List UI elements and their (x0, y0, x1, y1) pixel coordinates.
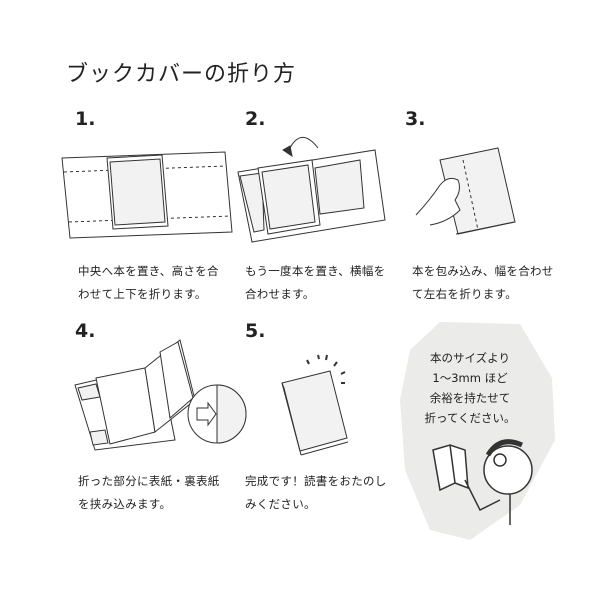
step-3-number: 3. (405, 108, 426, 130)
caption-line: もう一度本を置き、横幅を (245, 264, 386, 278)
step1-illustration (61, 151, 233, 239)
step-1-caption: 中央へ本を置き、高さを合 わせて上下を折ります。 (78, 260, 219, 306)
size-tip-note: 本のサイズより 1〜3mm ほど 余裕を持たせて 折ってください。 (410, 348, 530, 428)
caption-line: 本を包み込み、幅を合わせ (412, 264, 554, 278)
caption-line: みください。 (245, 497, 316, 511)
note-line: 本のサイズより (430, 351, 510, 365)
step-2-number: 2. (245, 108, 266, 130)
caption-line: を挟み込みます。 (78, 497, 172, 511)
note-line: 余裕を持たせて (429, 391, 511, 405)
caption-line: て左右を折ります。 (412, 287, 518, 301)
note-line: 折ってください。 (424, 411, 516, 425)
step-3-caption: 本を包み込み、幅を合わせ て左右を折ります。 (412, 260, 554, 306)
caption-line: 中央へ本を置き、高さを合 (78, 264, 219, 278)
caption-line: 完成です！読書をおたのし (245, 474, 387, 488)
caption-line: わせて上下を折ります。 (78, 287, 207, 301)
caption-line: 折った部分に表紙・裏表紙 (78, 474, 220, 488)
note-line: 1〜3mm ほど (432, 371, 508, 385)
step3-illustration (415, 147, 516, 235)
step-2-caption: もう一度本を置き、横幅を 合わせます。 (245, 260, 385, 306)
caption-line: 合わせます。 (245, 287, 315, 301)
step4-illustration (74, 339, 247, 451)
page-title: ブックカバーの折り方 (66, 62, 297, 87)
step-1-number: 1. (75, 108, 96, 130)
step-5-caption: 完成です！読書をおたのし みください。 (245, 470, 387, 516)
step2-illustration (237, 137, 386, 243)
step5-illustration (281, 354, 349, 456)
reader-illustration (432, 439, 533, 525)
step-4-number: 4. (75, 320, 96, 342)
step-5-number: 5. (245, 320, 266, 342)
step-4-caption: 折った部分に表紙・裏表紙 を挟み込みます。 (78, 470, 220, 516)
